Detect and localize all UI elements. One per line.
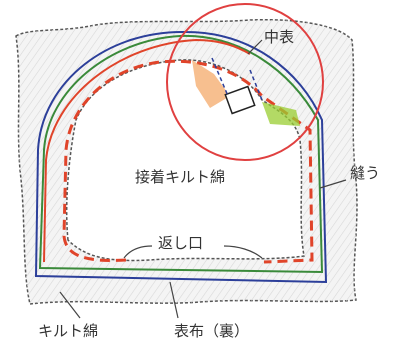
label-center-fabric: 中表 — [264, 28, 295, 46]
leader-batting — [59, 291, 81, 319]
quilt-edge-outline — [43, 38, 251, 263]
leader-return-opening — [123, 245, 263, 259]
stitch-line — [62, 59, 314, 264]
label-fusible-batting: 接着キルト綿 — [135, 168, 226, 186]
leader-outer-fabric — [169, 281, 179, 319]
zoom-circle — [166, 3, 324, 161]
label-sew: 縫う — [350, 164, 381, 182]
corner-detail — [192, 57, 300, 126]
label-outer-fabric: 表布（裏） — [174, 322, 250, 340]
leader-sew — [319, 179, 347, 189]
fusible-batting-shape — [65, 59, 305, 262]
leader-center-fabric — [247, 39, 263, 55]
label-return-opening: 返し口 — [158, 234, 204, 252]
label-batting: キルト綿 — [38, 322, 99, 340]
outer-fabric-outline — [38, 34, 324, 274]
